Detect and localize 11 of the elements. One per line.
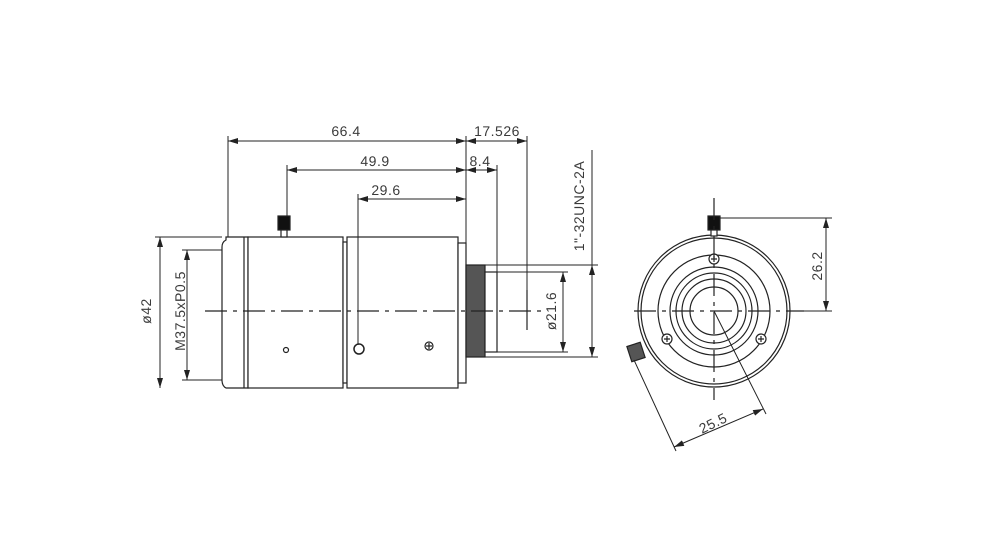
dimension-label: ø21.6 xyxy=(544,292,558,330)
dimension-label: 66.4 xyxy=(331,124,361,138)
dimension-label: M37.5xP0.5 xyxy=(173,271,187,351)
dimension-label: 17.526 xyxy=(474,124,520,138)
dimension-label: 29.6 xyxy=(371,183,401,197)
dimension-label: 8.4 xyxy=(470,154,490,168)
dimension-label: 26.2 xyxy=(810,251,824,281)
dimension-label: 1"-32UNC-2A xyxy=(572,160,586,252)
dimension-label: 49.9 xyxy=(360,154,390,168)
dimension-label: ø42 xyxy=(139,298,153,324)
dimension-label: 25.5 xyxy=(696,410,730,436)
